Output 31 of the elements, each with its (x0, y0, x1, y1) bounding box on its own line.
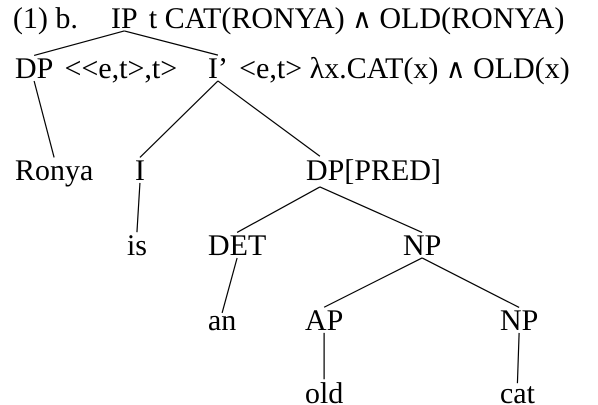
tree-branch (34, 80, 55, 158)
semantic-annotation: <e,t> λx.CAT(x) ∧ OLD(x) (240, 56, 568, 84)
tree-label: I’ (209, 58, 226, 78)
tree-label: is (128, 235, 146, 256)
tree-label: Ronya (16, 160, 93, 186)
tree-branch (140, 80, 218, 158)
semantic-annotation: t CAT(RONYA) ∧ OLD(RONYA) (149, 7, 564, 34)
tree-branch (236, 186, 320, 233)
tree-label: DP (16, 58, 52, 78)
tree-label: DP[PRED] (306, 159, 439, 184)
tree-branch (136, 182, 141, 232)
tree-branch (324, 332, 325, 380)
tree-label: NP (500, 310, 538, 330)
tree-branch (124, 30, 218, 56)
tree-label: I (136, 160, 144, 180)
tree-label: IP (112, 8, 136, 28)
tree-label: cat (501, 386, 535, 404)
tree-label: an (208, 316, 236, 330)
tree-label: NP (404, 235, 440, 255)
tree-branch (34, 30, 124, 56)
tree-branch (324, 257, 422, 308)
tree-branch (320, 186, 422, 233)
tree-branch (222, 258, 238, 314)
semantic-annotation: <<e,t>,t> (66, 60, 176, 83)
tree-branch (218, 80, 320, 157)
example-number: (1) b. (14, 7, 76, 34)
tree-branch (422, 257, 520, 308)
tree-branch (516, 332, 520, 384)
tree-label: old (306, 382, 343, 404)
tree-label: DET (208, 235, 266, 256)
tree-label: AP (305, 310, 342, 330)
